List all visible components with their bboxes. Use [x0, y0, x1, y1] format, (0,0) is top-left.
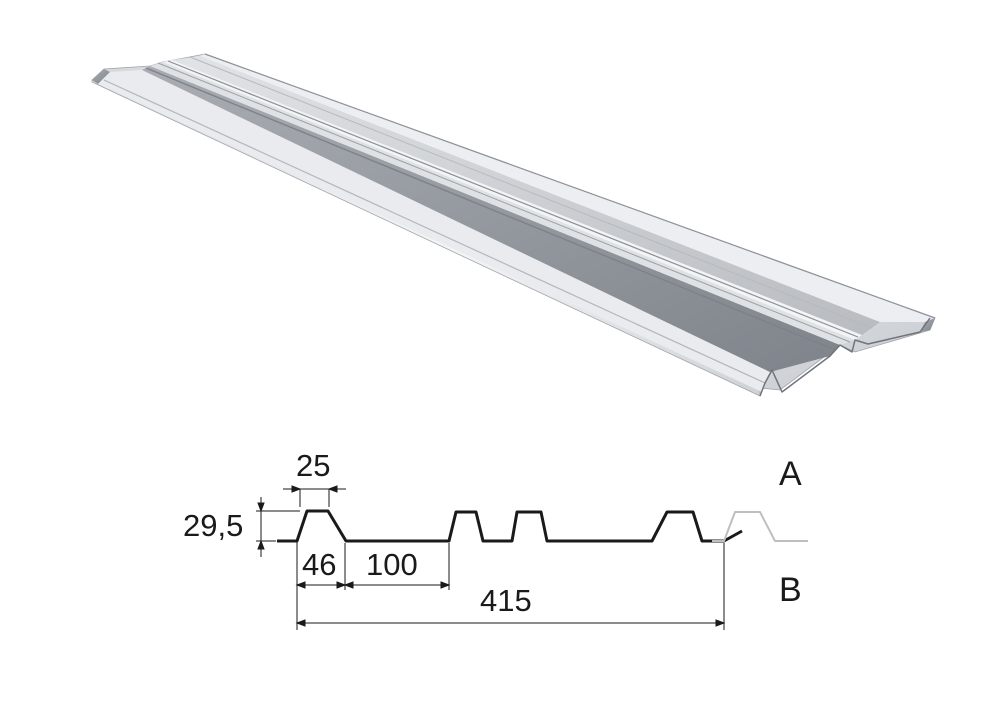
sheet-pan-2 [163, 60, 862, 340]
dim-rib-base-label: 46 [302, 547, 336, 582]
sheet-end-profile [759, 317, 931, 397]
sheet-rib-1-top [150, 62, 855, 345]
overlap-profile-line [712, 511, 808, 542]
sheet-rib-1-wall-a [142, 66, 840, 372]
sheet-crest-3 [200, 54, 935, 322]
sheet-rib-2-wall [172, 56, 880, 335]
sheet-left-lip [92, 69, 110, 84]
side-label-b: B [779, 571, 802, 609]
dim-height-label: 29,5 [183, 508, 243, 543]
dim-pan-width-label: 100 [366, 547, 418, 582]
sheet-right-wall [920, 318, 935, 332]
cross-section-profile [277, 509, 808, 543]
side-label-a: A [779, 455, 802, 493]
sheet-3d-render [91, 53, 936, 397]
dim-crest-width-label: 25 [296, 448, 330, 483]
dimension-lines [256, 485, 726, 630]
dim-cover-width-label: 415 [480, 583, 532, 618]
profile-line [277, 509, 743, 543]
